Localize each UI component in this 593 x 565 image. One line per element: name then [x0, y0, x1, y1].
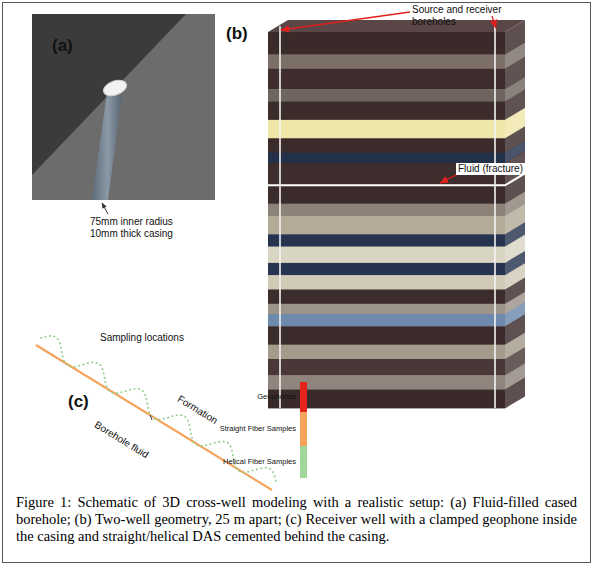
panel-letter: (c) [68, 392, 108, 412]
formation-label: Formation [176, 393, 220, 426]
fluid-label: Borehole fluid [93, 419, 151, 461]
legend-text: Helical Fiber Samples [223, 458, 296, 467]
borehole-closeup [32, 14, 215, 214]
legend-swatch [300, 412, 307, 446]
receiver-well [36, 336, 276, 490]
layered-model [268, 20, 525, 408]
panel-letter: (a) [52, 36, 92, 56]
figure-frame [3, 3, 591, 563]
legend-swatch [300, 446, 307, 478]
fracture-callout: Fluid (fracture) [456, 163, 540, 175]
annotation-arrows [281, 12, 496, 183]
dimension-note: 75mm inner radius 10mm thick casing [90, 216, 186, 239]
sampling-title: Sampling locations [100, 332, 210, 344]
panel-letter: (b) [226, 24, 266, 44]
legend-text: Geophones [257, 393, 296, 402]
figure-caption: Figure 1: Schematic of 3D cross-well mod… [16, 494, 577, 545]
borehole-callout: Source and receiver boreholes [412, 4, 508, 27]
legend-swatch [300, 382, 307, 412]
legend-text: Straight Fiber Samples [220, 425, 296, 434]
